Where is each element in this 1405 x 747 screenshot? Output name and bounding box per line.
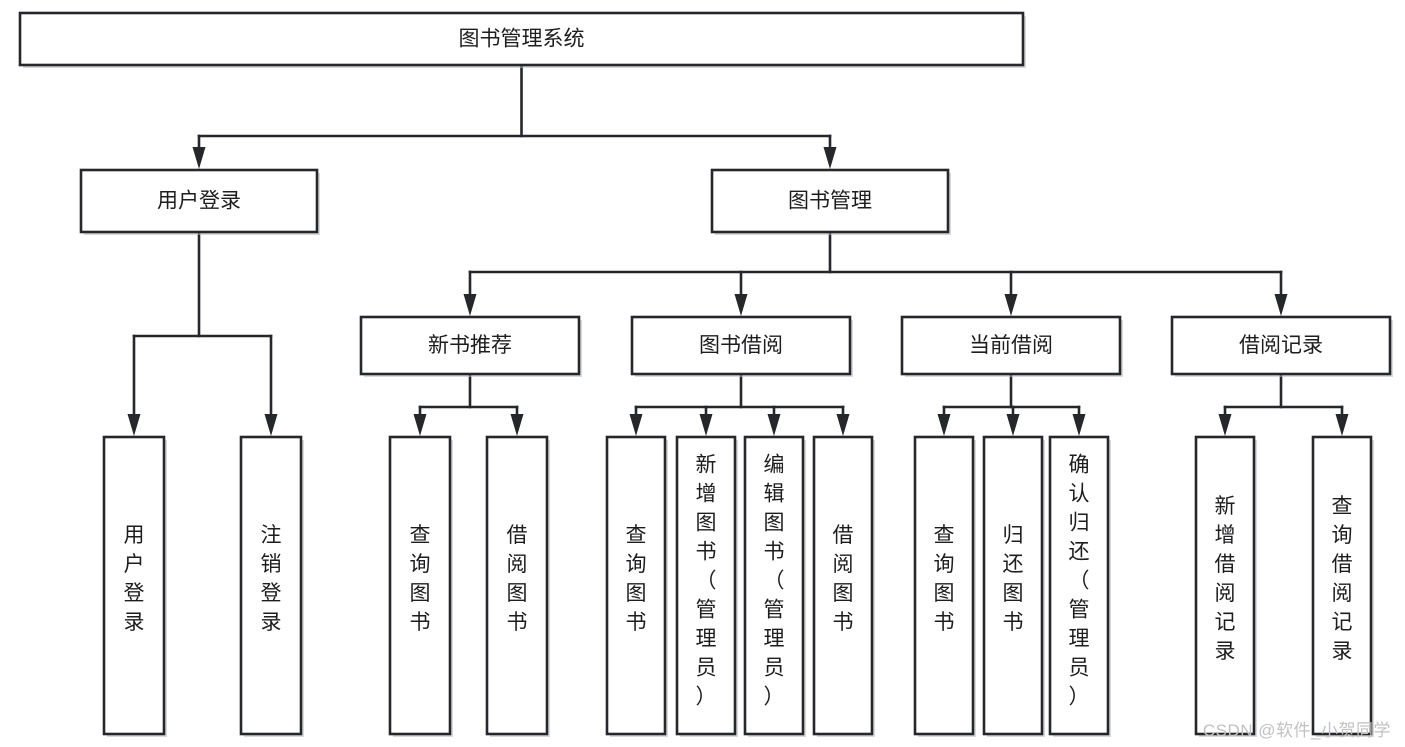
node-label: 新增借阅记录	[1215, 495, 1236, 663]
node-box[interactable]	[388, 435, 452, 736]
node-borrow-record[interactable]: 借阅记录	[1170, 315, 1393, 377]
node-leaf-bb-borrow[interactable]: 借阅图书	[812, 435, 875, 737]
connector-group	[463, 230, 1288, 316]
node-label: 新书推荐	[428, 334, 512, 357]
node-leaf-rec-borrow[interactable]: 借阅图书	[485, 435, 550, 737]
arrow-head-icon	[1006, 414, 1020, 436]
node-box[interactable]	[102, 435, 166, 736]
node-box[interactable]	[1194, 435, 1256, 736]
connector-group	[1218, 372, 1349, 436]
arrow-head-icon	[127, 414, 141, 436]
watermark-label: CSDN @软件_小贺同学	[1202, 721, 1391, 740]
node-box[interactable]	[18, 11, 1025, 67]
node-label: 查询借阅记录	[1332, 495, 1353, 663]
node-label: 查询图书	[410, 524, 431, 634]
node-box[interactable]	[239, 435, 303, 736]
arrow-head-icon	[823, 147, 837, 169]
arrow-head-icon	[699, 414, 713, 436]
node-label: 借阅图书	[833, 524, 854, 634]
node-user-login[interactable]: 用户登录	[79, 168, 320, 235]
node-box[interactable]	[675, 435, 737, 736]
node-label: 用户登录	[124, 524, 145, 634]
node-leaf-cb-query[interactable]: 查询图书	[913, 435, 976, 737]
arrow-head-icon	[734, 294, 748, 316]
node-leaf-br-add[interactable]: 新增借阅记录	[1194, 435, 1257, 737]
node-box[interactable]	[605, 435, 667, 736]
node-label: 图书管理系统	[459, 28, 585, 51]
node-box[interactable]	[900, 315, 1122, 376]
node-label: 编辑图书（管理员）	[764, 454, 785, 709]
arrow-head-icon	[264, 414, 278, 436]
node-box[interactable]	[913, 435, 975, 736]
node-leaf-bb-query[interactable]: 查询图书	[605, 435, 668, 737]
arrow-head-icon	[937, 414, 951, 436]
node-leaf-rec-query[interactable]: 查询图书	[388, 435, 453, 737]
node-label: 查询图书	[934, 524, 955, 634]
node-box[interactable]	[812, 435, 874, 736]
node-box[interactable]	[743, 435, 805, 736]
node-box[interactable]	[982, 435, 1044, 736]
connector-group	[937, 372, 1086, 436]
node-box[interactable]	[79, 168, 319, 234]
arrow-head-icon	[1004, 294, 1018, 316]
node-label: 图书管理	[788, 190, 872, 213]
node-label: 查询图书	[626, 524, 647, 634]
node-label: 归还图书	[1003, 524, 1024, 634]
arrow-head-icon	[510, 414, 524, 436]
node-label: 新增图书（管理员）	[696, 454, 717, 709]
connector-group	[629, 372, 850, 436]
arrow-head-icon	[413, 414, 427, 436]
node-leaf-user-login[interactable]: 用户登录	[102, 435, 167, 737]
node-leaf-cb-confirm[interactable]: 确认归还（管理员）	[1048, 435, 1111, 737]
node-box[interactable]	[1170, 315, 1392, 376]
arrow-head-icon	[1335, 414, 1349, 436]
node-box[interactable]	[359, 315, 581, 376]
arrow-head-icon	[463, 294, 477, 316]
connector-group	[413, 372, 524, 436]
arrow-head-icon	[629, 414, 643, 436]
node-leaf-bb-add[interactable]: 新增图书（管理员）	[675, 435, 738, 737]
node-leaf-cb-return[interactable]: 归还图书	[982, 435, 1045, 737]
node-label: 用户登录	[157, 190, 241, 213]
node-box[interactable]	[630, 315, 852, 376]
node-leaf-bb-edit[interactable]: 编辑图书（管理员）	[743, 435, 806, 737]
node-label: 注销登录	[261, 524, 282, 634]
node-label: 当前借阅	[969, 334, 1053, 357]
node-leaf-br-query[interactable]: 查询借阅记录	[1311, 435, 1374, 737]
arrow-head-icon	[836, 414, 850, 436]
node-box[interactable]	[1048, 435, 1110, 736]
edges-layer	[127, 63, 1349, 436]
node-label: 确认归还（管理员）	[1069, 454, 1090, 709]
node-box[interactable]	[485, 435, 549, 736]
node-book-manage[interactable]: 图书管理	[710, 168, 951, 235]
node-label: 图书借阅	[699, 334, 783, 357]
node-box[interactable]	[1311, 435, 1373, 736]
nodes-layer: 图书管理系统用户登录图书管理新书推荐图书借阅当前借阅借阅记录用户登录注销登录查询…	[18, 11, 1393, 737]
arrow-head-icon	[767, 414, 781, 436]
node-current-borrow[interactable]: 当前借阅	[900, 315, 1123, 377]
node-leaf-logout[interactable]: 注销登录	[239, 435, 304, 737]
arrow-head-icon	[1218, 414, 1232, 436]
connector-group	[127, 230, 278, 436]
connector-group	[192, 63, 837, 169]
node-root[interactable]: 图书管理系统	[18, 11, 1026, 68]
arrow-head-icon	[1274, 294, 1288, 316]
node-box[interactable]	[710, 168, 950, 234]
arrow-head-icon	[192, 147, 206, 169]
node-label: 借阅记录	[1239, 334, 1323, 357]
node-new-book-rec[interactable]: 新书推荐	[359, 315, 582, 377]
node-book-borrow[interactable]: 图书借阅	[630, 315, 853, 377]
arrow-head-icon	[1072, 414, 1086, 436]
node-label: 借阅图书	[507, 524, 528, 634]
